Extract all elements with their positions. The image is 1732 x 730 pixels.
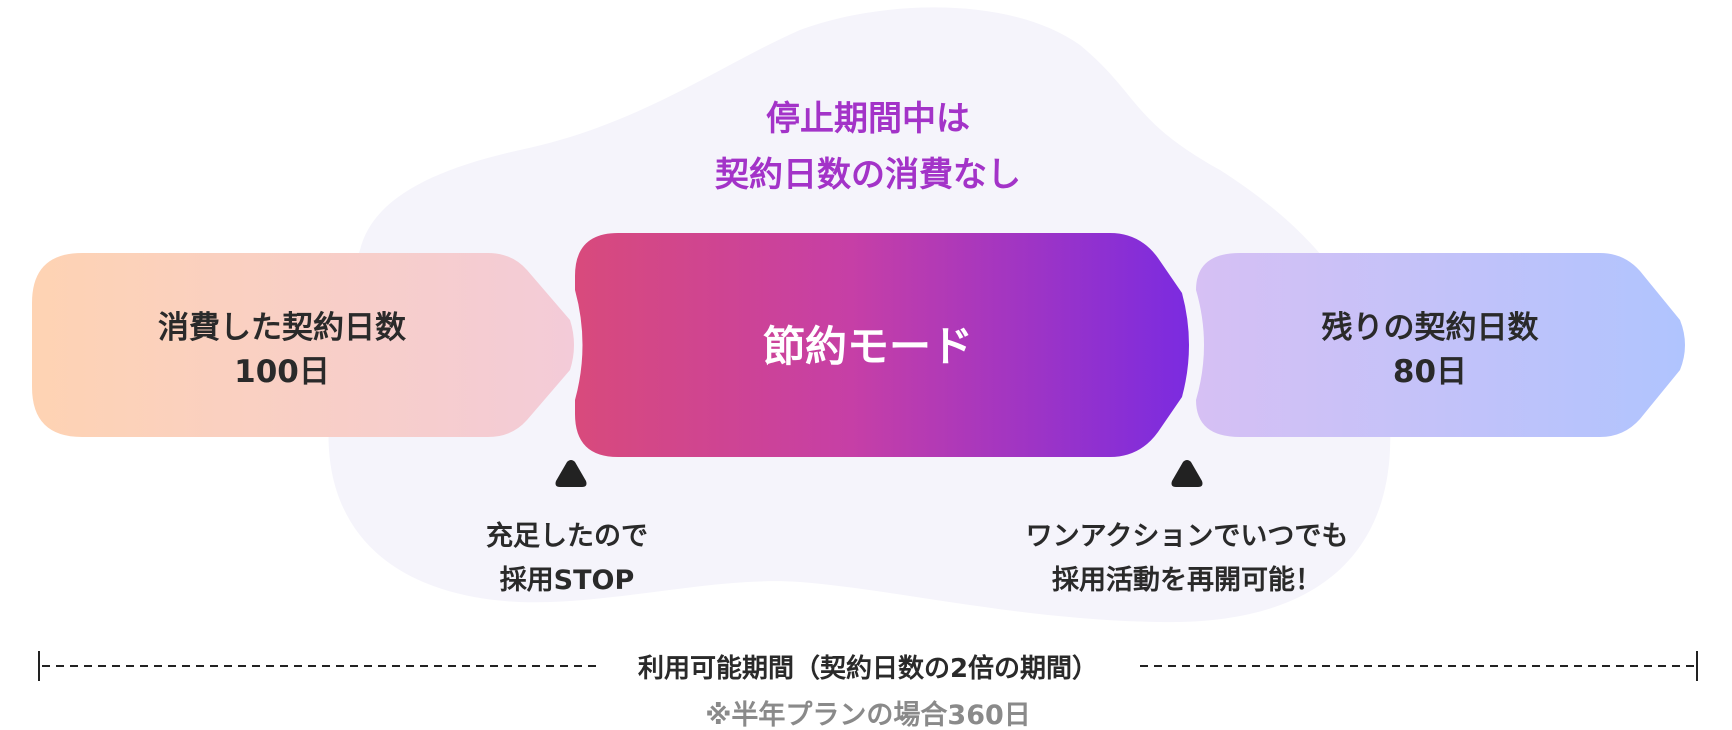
resume-marker-line1: ワンアクションでいつでも xyxy=(1026,521,1349,552)
remaining-days-label: 残りの契約日数 xyxy=(1322,310,1539,346)
consumed-days-label: 消費した契約日数 xyxy=(158,310,406,346)
remaining-days-segment xyxy=(1196,253,1685,437)
saving-mode-segment xyxy=(575,233,1189,457)
stop-marker-line2: 採用STOP xyxy=(500,565,635,596)
headline-line2: 契約日数の消費なし xyxy=(715,155,1021,195)
period-label: 利用可能期間（契約日数の2倍の期間） xyxy=(638,653,1098,684)
consumed-days-value: 100日 xyxy=(234,354,330,390)
consumed-days-segment xyxy=(32,253,574,437)
resume-marker-triangle-icon xyxy=(1171,460,1203,487)
stop-marker-line1: 充足したので xyxy=(486,520,648,552)
remaining-days-value: 80日 xyxy=(1393,354,1467,390)
resume-marker-line2: 採用活動を再開可能！ xyxy=(1052,564,1322,596)
period-note: ※半年プランの場合360日 xyxy=(705,699,1031,730)
stop-marker-triangle-icon xyxy=(555,460,587,487)
saving-mode-label: 節約モード xyxy=(763,322,973,371)
headline-line1: 停止期間中は xyxy=(766,99,970,139)
